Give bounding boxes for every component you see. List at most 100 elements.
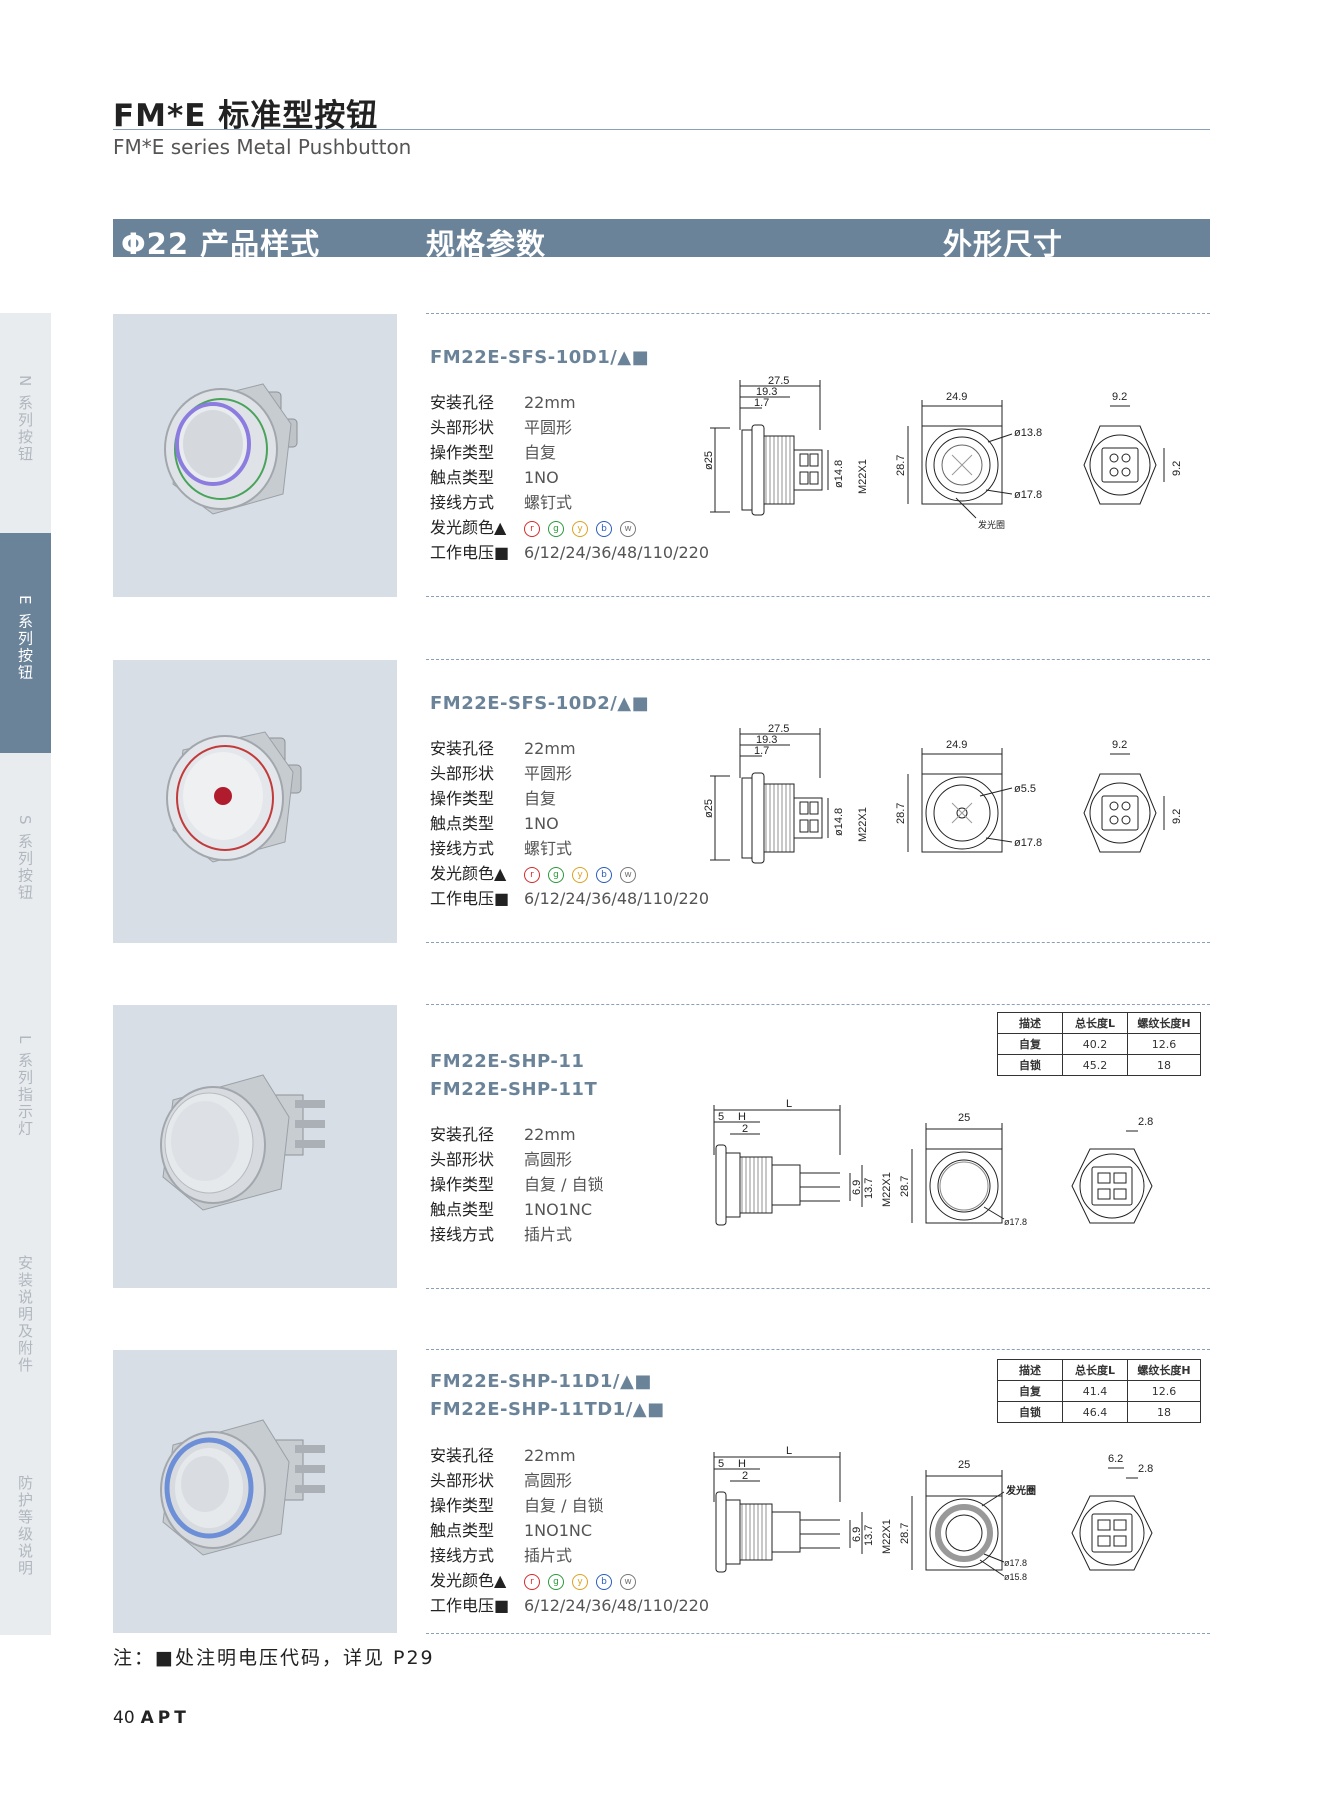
dim-label: 24.9	[946, 391, 967, 403]
dim-label: ø17.8	[1014, 837, 1042, 849]
dim-label: 28.7	[899, 1523, 911, 1544]
spec-row-wiring: 接线方式螺钉式	[430, 493, 573, 512]
dim-label: 发光圈	[1005, 1484, 1036, 1497]
spec-row-voltage: 工作电压■6/12/24/36/48/110/220	[430, 889, 710, 908]
dim-label: 9.2	[1171, 461, 1183, 476]
led-color-g-icon: g	[548, 520, 564, 537]
dim-label: M22X1	[857, 459, 869, 494]
dim-label: 发光圈	[978, 519, 1005, 530]
spec-row-wiring: 接线方式插片式	[430, 1546, 573, 1565]
footnote: 注：■处注明电压代码，详见 P29	[113, 1647, 435, 1669]
table-row: 自复 41.4 12.6	[997, 1380, 1201, 1402]
spec-row-wiring: 接线方式插片式	[430, 1225, 573, 1244]
dim-label: ø17.8	[1004, 1558, 1027, 1568]
dim-label: ø17.8	[1014, 489, 1042, 501]
spec-row-head: 头部形状平圆形	[430, 764, 573, 783]
table-row: 自锁 46.4 18	[997, 1401, 1201, 1423]
product-photo	[113, 1350, 397, 1633]
dim-label: 28.7	[899, 1176, 911, 1197]
divider	[426, 1633, 1210, 1634]
spec-row-head: 头部形状高圆形	[430, 1150, 573, 1169]
dimension-drawing: L 5 H 2 6.9 13.7 M22X1 25 28.7 ø17.8 2.8	[713, 1098, 1153, 1227]
section-banner: Φ22 产品样式 规格参数 外形尺寸	[113, 219, 1210, 261]
divider	[426, 1288, 1210, 1289]
spec-row-operation: 操作类型自复 / 自锁	[430, 1496, 604, 1515]
dim-label: 27.5	[768, 723, 789, 735]
dim-label: M22X1	[881, 1172, 893, 1207]
table-row: 自复 40.2 12.6	[997, 1033, 1201, 1055]
dim-label: 5	[718, 1458, 724, 1470]
dimension-drawing: 27.5 19.3 1.7 ø25 ø14.8 M22X1 24.9 28.7 …	[703, 723, 1183, 864]
spec-row-head: 头部形状高圆形	[430, 1471, 573, 1490]
product-photo	[113, 314, 397, 597]
dim-label: M22X1	[881, 1519, 893, 1554]
dim-label: 25	[958, 1459, 970, 1471]
page-subtitle: FM*E series Metal Pushbutton	[113, 135, 412, 159]
dim-label: 19.3	[756, 386, 777, 398]
led-color-r-icon: r	[524, 520, 540, 537]
spec-row-wiring: 接线方式螺钉式	[430, 839, 573, 858]
page-title: FM*E 标准型按钮	[113, 98, 379, 134]
dim-label: 6.2	[1108, 1453, 1123, 1465]
spec-row-operation: 操作类型自复	[430, 789, 557, 808]
spec-row-operation: 操作类型自复 / 自锁	[430, 1175, 604, 1194]
divider	[426, 1349, 1210, 1350]
dim-label: 2	[742, 1470, 748, 1482]
dim-label: ø14.8	[833, 460, 845, 488]
led-color-b-icon: b	[596, 520, 612, 537]
model-number: FM22E-SHP-11TD1/▲■	[430, 1399, 665, 1420]
spec-row-voltage: 工作电压■6/12/24/36/48/110/220	[430, 543, 710, 562]
dim-label: L	[786, 1445, 792, 1457]
model-number: FM22E-SHP-11T	[430, 1079, 598, 1100]
length-table: 描述 总长度L 螺纹长度H 自复 40.2 12.6 自锁 45.2 18	[997, 1012, 1201, 1076]
dim-label: ø25	[703, 451, 715, 470]
model-number: FM22E-SHP-11D1/▲■	[430, 1371, 652, 1392]
dim-label: 6.9	[851, 1527, 863, 1542]
divider	[426, 313, 1210, 314]
product-photo	[113, 1005, 397, 1288]
dim-label: 9.2	[1112, 391, 1127, 403]
dim-label: ø25	[703, 799, 715, 818]
dim-label: H	[738, 1111, 746, 1123]
model-number: FM22E-SFS-10D2/▲■	[430, 693, 650, 714]
table-row: 自锁 45.2 18	[997, 1054, 1201, 1076]
dim-label: 9.2	[1171, 809, 1183, 824]
banner-dimensions: 外形尺寸	[943, 227, 1064, 261]
page-number: 40	[113, 1708, 135, 1728]
model-number: FM22E-SFS-10D1/▲■	[430, 347, 650, 368]
dim-label: 28.7	[895, 455, 907, 476]
led-color-y-icon: y	[572, 1573, 588, 1590]
sidebar-item-e-series[interactable]: E 系列按钮	[0, 533, 51, 753]
series-sidebar: N 系列按钮 E 系列按钮 S 系列按钮 L 系列指示灯 安装说明及附件 防护等…	[0, 313, 51, 1635]
dim-label: H	[738, 1458, 746, 1470]
dim-label: 27.5	[768, 375, 789, 387]
dim-label: ø14.8	[833, 808, 845, 836]
sidebar-item-s-series[interactable]: S 系列按钮	[16, 815, 34, 902]
divider	[426, 1004, 1210, 1005]
sidebar-item-l-series[interactable]: L 系列指示灯	[16, 1035, 34, 1138]
led-color-w-icon: w	[620, 1573, 636, 1590]
sidebar-item-installation[interactable]: 安装说明及附件	[16, 1255, 34, 1374]
led-color-y-icon: y	[572, 866, 588, 883]
dim-label: 1.7	[754, 745, 769, 757]
dimension-drawing: L 5 H 2 6.9 13.7 M22X1 25 28.7 ø17.8 ø15…	[713, 1445, 1153, 1582]
sidebar-item-n-series[interactable]: N 系列按钮	[16, 375, 34, 463]
sidebar-item-protection[interactable]: 防护等级说明	[16, 1475, 34, 1577]
dim-label: ø15.8	[1004, 1572, 1027, 1582]
brand-logo: APT	[140, 1708, 190, 1728]
dim-label: 2	[742, 1123, 748, 1135]
